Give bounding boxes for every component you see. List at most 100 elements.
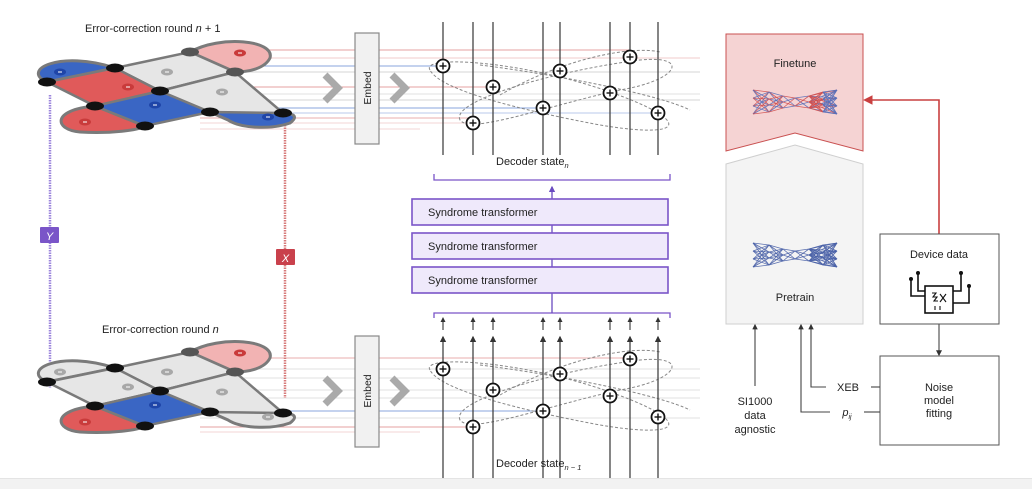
nn-edge: [768, 244, 784, 250]
xor-gate-icon: [535, 100, 551, 116]
nn-edge: [768, 244, 784, 256]
data-qubit: [226, 67, 244, 77]
pauli-x-text: X: [281, 253, 290, 265]
nn-edge: [822, 244, 838, 268]
stabilizer-correlation-outline: [479, 64, 691, 111]
nn-edge: [768, 91, 784, 103]
data-qubit: [274, 108, 292, 118]
decoder-state-n-minus-1-label: Decoder staten − 1: [496, 458, 581, 472]
data-qubit: [136, 421, 154, 431]
nn-edge: [752, 244, 770, 268]
decoder-circuit-top: [428, 22, 691, 155]
data-qubit: [106, 63, 124, 73]
stabilizer-glyph-icon: [54, 368, 66, 376]
nn-edge: [808, 91, 824, 103]
nn-edge: [752, 244, 770, 252]
nn-edge: [794, 248, 810, 252]
syndrome-transformer-layer: Syndrome transformer: [411, 266, 669, 294]
device-data-label: Device data: [910, 249, 969, 261]
nn-edge: [808, 248, 824, 266]
nn-edge: [768, 95, 784, 100]
xor-gate-icon: [622, 49, 638, 65]
nn-edge: [808, 107, 824, 113]
xor-gate-icon: [650, 105, 666, 121]
nn-edge: [752, 111, 770, 115]
xor-gate-icon: [485, 79, 501, 95]
chevron-icon: [322, 375, 343, 407]
boundary-stabilizer: [186, 40, 272, 74]
data-qubit: [181, 347, 199, 357]
nn-edge: [768, 248, 784, 259]
xor-gate-icon: [552, 63, 568, 79]
nn-edge: [768, 91, 784, 109]
data-qubit: [86, 401, 104, 411]
nn-edge: [808, 244, 824, 256]
nn-edge: [752, 104, 770, 107]
device-data-box: Device data: [879, 233, 1000, 325]
round-n-plus-1-title: Error-correction round n + 1: [85, 23, 220, 35]
data-qubit: [136, 121, 154, 131]
stabilizer-correlation-outline: [479, 364, 691, 411]
nn-edge: [768, 104, 784, 109]
quantum-chip-icon: [910, 273, 970, 314]
xor-gate-icon: [552, 366, 568, 382]
nn-edge: [768, 91, 784, 97]
nn-edge: [752, 264, 770, 268]
nn-edge: [822, 97, 838, 113]
nn-edge: [808, 248, 824, 253]
stabilizer-glyph-icon: [149, 401, 161, 409]
nn-edge: [768, 254, 784, 266]
nn-edge: [808, 95, 824, 100]
nn-edge: [752, 97, 770, 113]
embed-label: Embed: [362, 374, 374, 407]
nn-edge: [752, 242, 770, 253]
syndrome-transformer-label: Syndrome transformer: [428, 241, 538, 253]
chevron-icon: [389, 72, 410, 104]
nn-edge: [794, 258, 810, 262]
nn-edge: [752, 89, 770, 113]
chevron-icon: [322, 72, 343, 104]
nn-edge: [794, 95, 810, 99]
nn-edge: [822, 91, 838, 107]
decoder-circuit-bottom: [428, 335, 691, 478]
nn-edge: [752, 242, 770, 266]
stabilizer-correlation-outline: [459, 358, 673, 425]
pauli-y-text: Y: [46, 231, 54, 243]
nn-edge: [752, 91, 770, 107]
nn-edge: [794, 248, 810, 260]
stabilizer-glyph-icon: [149, 101, 161, 109]
round-n-title: Error-correction round n: [102, 324, 219, 336]
si1000-line-3: agnostic: [735, 424, 776, 436]
nn-edge: [794, 95, 810, 107]
nn-edge: [808, 250, 838, 262]
nn-edge: [752, 89, 770, 100]
xor-gate-icon: [435, 361, 451, 377]
xor-gate-icon: [435, 58, 451, 74]
nn-edge: [822, 244, 838, 260]
nn-edge: [808, 95, 824, 113]
nn-edge: [794, 105, 810, 109]
nn-edge: [768, 248, 784, 253]
nn-edge: [822, 242, 838, 259]
xeb-arrow: [808, 323, 826, 388]
nn-edge: [808, 101, 824, 113]
finetune-label: Finetune: [774, 58, 817, 70]
nn-edge: [822, 98, 838, 107]
nn-edge: [822, 258, 838, 266]
stabilizer-correlation-outline: [428, 361, 670, 431]
nn-edge: [822, 104, 838, 115]
stabilizer-correlation-outline: [428, 61, 670, 131]
nn-edge: [752, 89, 770, 93]
bottom-scroll-strip: [0, 478, 1032, 489]
nn-edge: [808, 244, 824, 262]
xor-gate-icon: [485, 382, 501, 398]
nn-edge: [808, 248, 838, 260]
nn-edge: [822, 242, 838, 246]
pauli-y-badge: Y: [40, 227, 59, 243]
nn-edge: [768, 95, 784, 106]
nn-edge: [794, 97, 810, 103]
boundary-stabilizer: [186, 340, 272, 374]
nn-edge: [808, 260, 824, 266]
